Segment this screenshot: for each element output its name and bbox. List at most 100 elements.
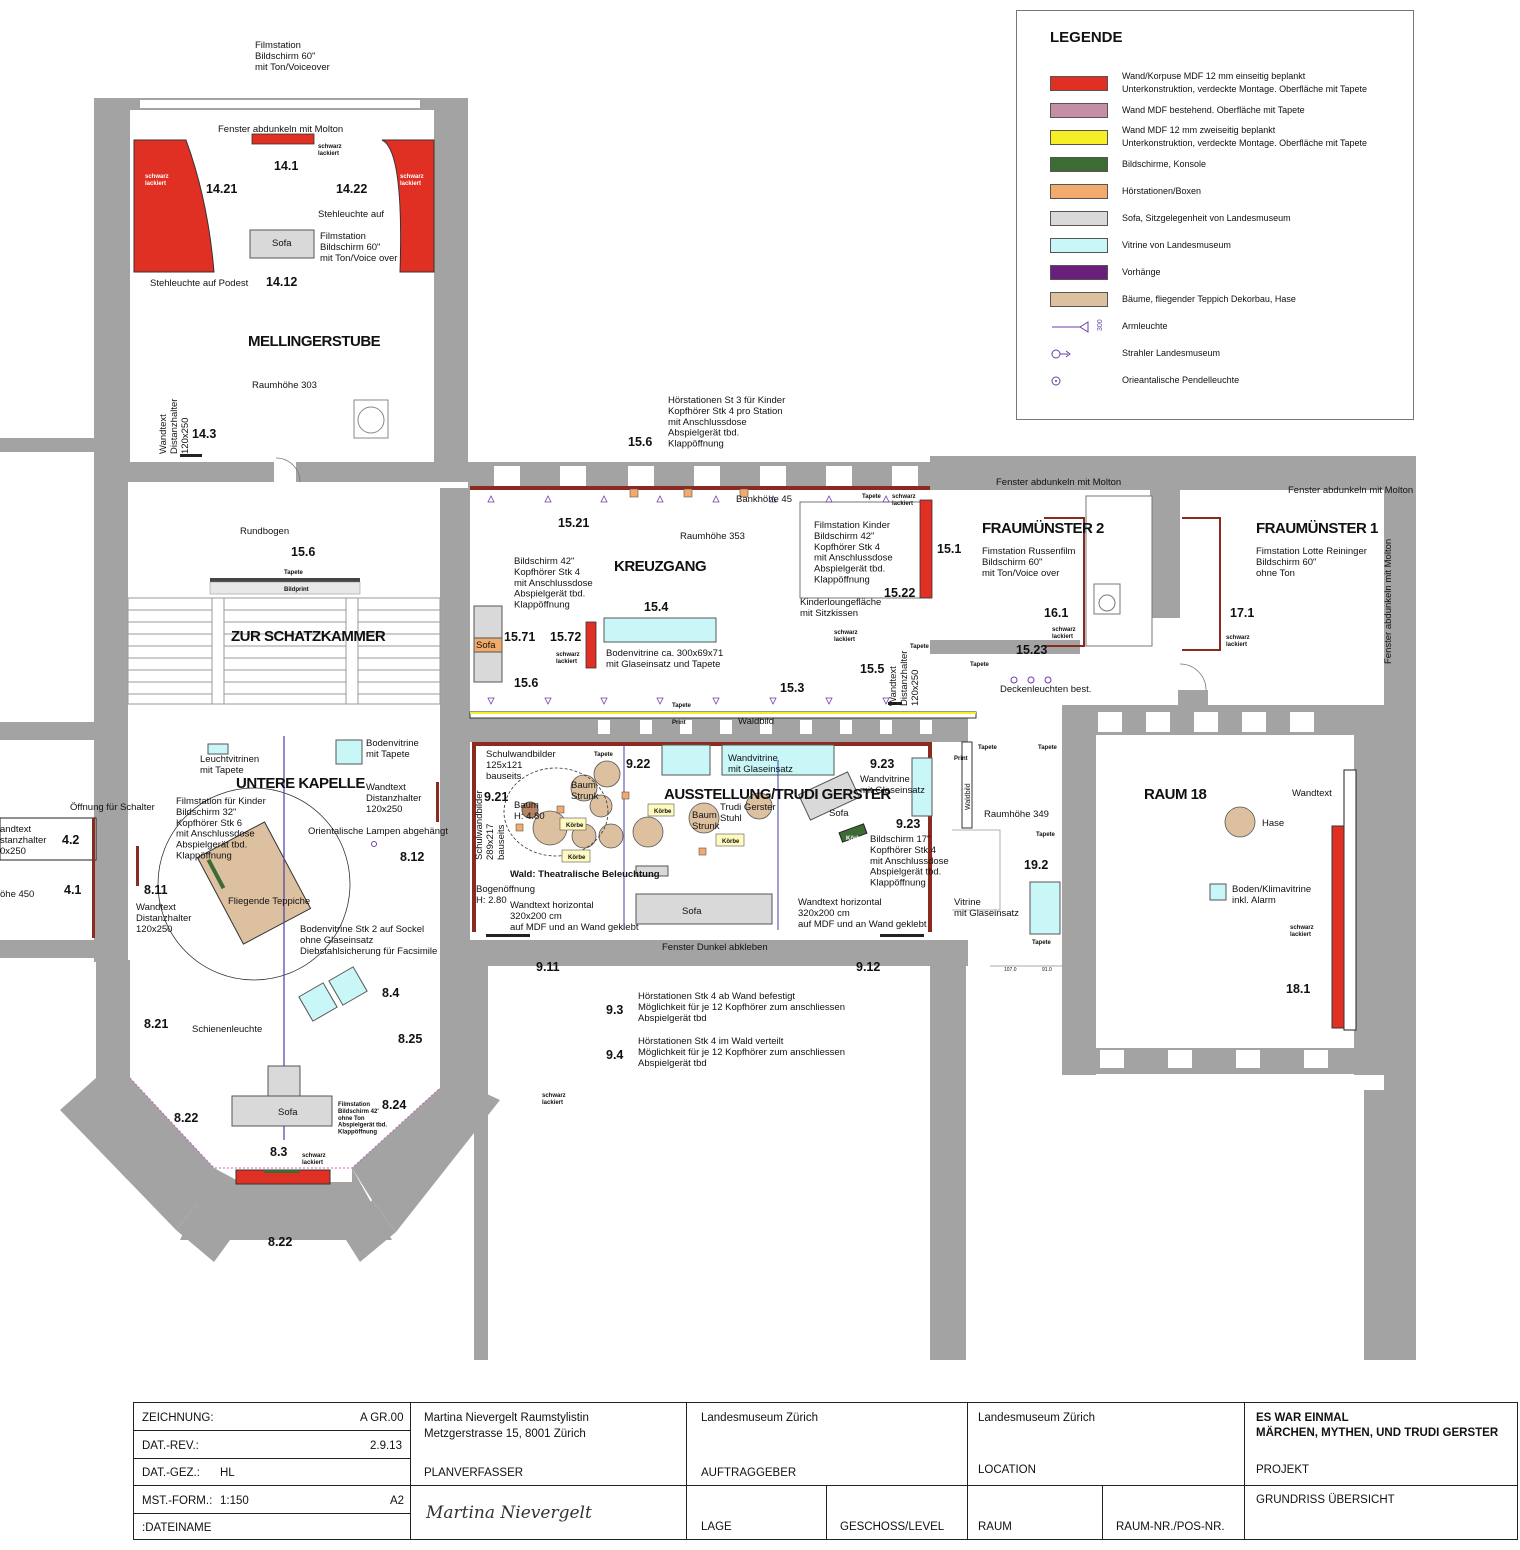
door-arc-r — [1179, 663, 1207, 691]
room-names: MELLINGERSTUBE KREUZGANG ZUR SCHATZKAMME… — [231, 333, 1378, 803]
floor-plan: MELLINGERSTUBE KREUZGANG ZUR SCHATZKAMME… — [0, 40, 1416, 1360]
label-sofa-3: Sofa — [278, 1107, 298, 1118]
room-fraumuenster2: FRAUMÜNSTER 2 — [982, 520, 1104, 537]
yellow-strip — [470, 712, 976, 714]
note-oeffnung-schalter: Öffnung für Schalter — [70, 802, 155, 813]
wandtext-kapelle — [136, 846, 139, 886]
raum18-red-panel — [1331, 825, 1345, 1029]
sofa-ausstellung — [635, 893, 773, 925]
legend-text: Sofa, Sitzgelegenheit von Landesmuseum — [1122, 212, 1291, 223]
pos-8-3: 8.3 — [270, 1145, 287, 1159]
location-label: LOCATION — [978, 1464, 1036, 1476]
armleuchte-label: 300 — [1097, 319, 1104, 331]
note-koerbe-3: Körbe — [654, 809, 672, 815]
window-niches — [140, 100, 1328, 1068]
hoerstationen-wald — [515, 791, 707, 856]
legend-swatch — [1050, 291, 1108, 307]
raumnr-label: RAUM-NR./POS-NR. — [1116, 1521, 1225, 1533]
door-arc — [275, 457, 301, 483]
pos-15-23: 15.23 — [1016, 643, 1047, 657]
pos-15-6-c: 15.6 — [514, 676, 538, 690]
legend-text: Wand/Korpuse MDF 12 mm einseitig beplank… — [1122, 71, 1367, 94]
kapelle-curtain — [129, 1077, 441, 1169]
legend-text: Vitrine von Landesmuseum — [1122, 239, 1231, 250]
pos-9-23-b: 9.23 — [896, 817, 920, 831]
pendelleuchte — [371, 841, 377, 847]
datgez-label: DAT.-GEZ.: — [142, 1467, 200, 1479]
note-wald-beleuchtung: Wald: Theatralische Beleuchtung — [510, 869, 660, 880]
pos-15-71: 15.71 — [504, 630, 535, 644]
note-fenster-molton-3: Fenster abdunkeln mit Molton — [1288, 485, 1413, 496]
auftraggeber-label: AUFTRAGGEBER — [701, 1467, 797, 1479]
note-koerbe-4: Körbe — [722, 839, 740, 845]
note-print: Print — [672, 720, 686, 726]
signature: Martina Nievergelt — [426, 1503, 592, 1523]
schalter-box — [0, 817, 97, 861]
fraumuenster2-wall — [1044, 517, 1085, 647]
pos-15-6: 15.6 — [628, 435, 652, 449]
wandtext-bar-k — [888, 702, 902, 705]
legend-item: Wand MDF bestehend. Oberfläche mit Tapet… — [1050, 100, 1305, 120]
note-hase: Hase — [1262, 818, 1284, 829]
note-raumhoehe-349: Raumhöhe 349 — [984, 809, 1049, 820]
legend-text: Bildschirme, Konsole — [1122, 158, 1207, 169]
legend-text: Wand MDF bestehend. Oberfläche mit Tapet… — [1122, 104, 1305, 115]
legend-swatch — [1050, 75, 1108, 91]
label-sofa-2: Sofa — [476, 640, 496, 651]
pos-9-11: 9.11 — [536, 960, 560, 974]
legend-item: Bäume, fliegender Teppich Dekorbau, Hase — [1050, 289, 1296, 309]
legend-swatch — [1050, 129, 1108, 145]
facade-pillars — [944, 480, 1416, 1360]
pos-9-21: 9.21 — [484, 790, 508, 804]
sofa-mellinger — [249, 229, 315, 259]
pos-16-1: 16.1 — [1044, 606, 1068, 620]
note-tapete-s: Tapete — [284, 570, 304, 576]
pos-8-21: 8.21 — [144, 1017, 168, 1031]
wandtext-kapelle-r — [436, 782, 439, 822]
red-curved-wall-left — [133, 139, 215, 273]
pos-14-22: 14.22 — [336, 182, 367, 196]
pos-19-2: 19.2 — [1024, 858, 1048, 872]
room-fraumuenster1: FRAUMÜNSTER 1 — [1256, 520, 1378, 537]
planverfasser-name: Martina Nievergelt Raumstylistin — [424, 1412, 589, 1424]
pos-15-3: 15.3 — [780, 681, 804, 695]
mst-value: 1:150 — [220, 1495, 249, 1507]
kinder-lounge — [799, 501, 931, 599]
legend-panel: LEGENDE Wand/Korpuse MDF 12 mm einseitig… — [1016, 10, 1414, 420]
tapete-wall — [210, 578, 360, 582]
note-tapete-r1: Tapete — [978, 745, 998, 751]
ofen — [353, 399, 389, 439]
note-tapete-r2: Tapete — [1038, 745, 1058, 751]
wandvitrine-1 — [661, 744, 711, 776]
pos-8-22: 8.22 — [174, 1111, 198, 1125]
pos-9-12: 9.12 — [856, 960, 880, 974]
note-koerbe-1: Körbe — [566, 823, 584, 829]
trees — [532, 760, 1256, 849]
room-mellingerstube: MELLINGERSTUBE — [248, 333, 381, 350]
note-koerbe-2: Körbe — [568, 855, 586, 861]
note-tapete-a: Tapete — [594, 752, 614, 758]
note-waldbild: Waldbild — [738, 716, 774, 727]
wandtext-h-bar-1 — [486, 934, 530, 937]
bildschirm-32 — [206, 858, 226, 890]
legend-text: Armleuchte — [1122, 320, 1168, 331]
room-schatzkammer: ZUR SCHATZKAMMER — [231, 628, 386, 645]
legend-text: Vorhänge — [1122, 266, 1161, 277]
stairs — [127, 597, 441, 705]
note-wandtext-vert: WandtextDistanzhalter120x250 — [158, 399, 191, 454]
